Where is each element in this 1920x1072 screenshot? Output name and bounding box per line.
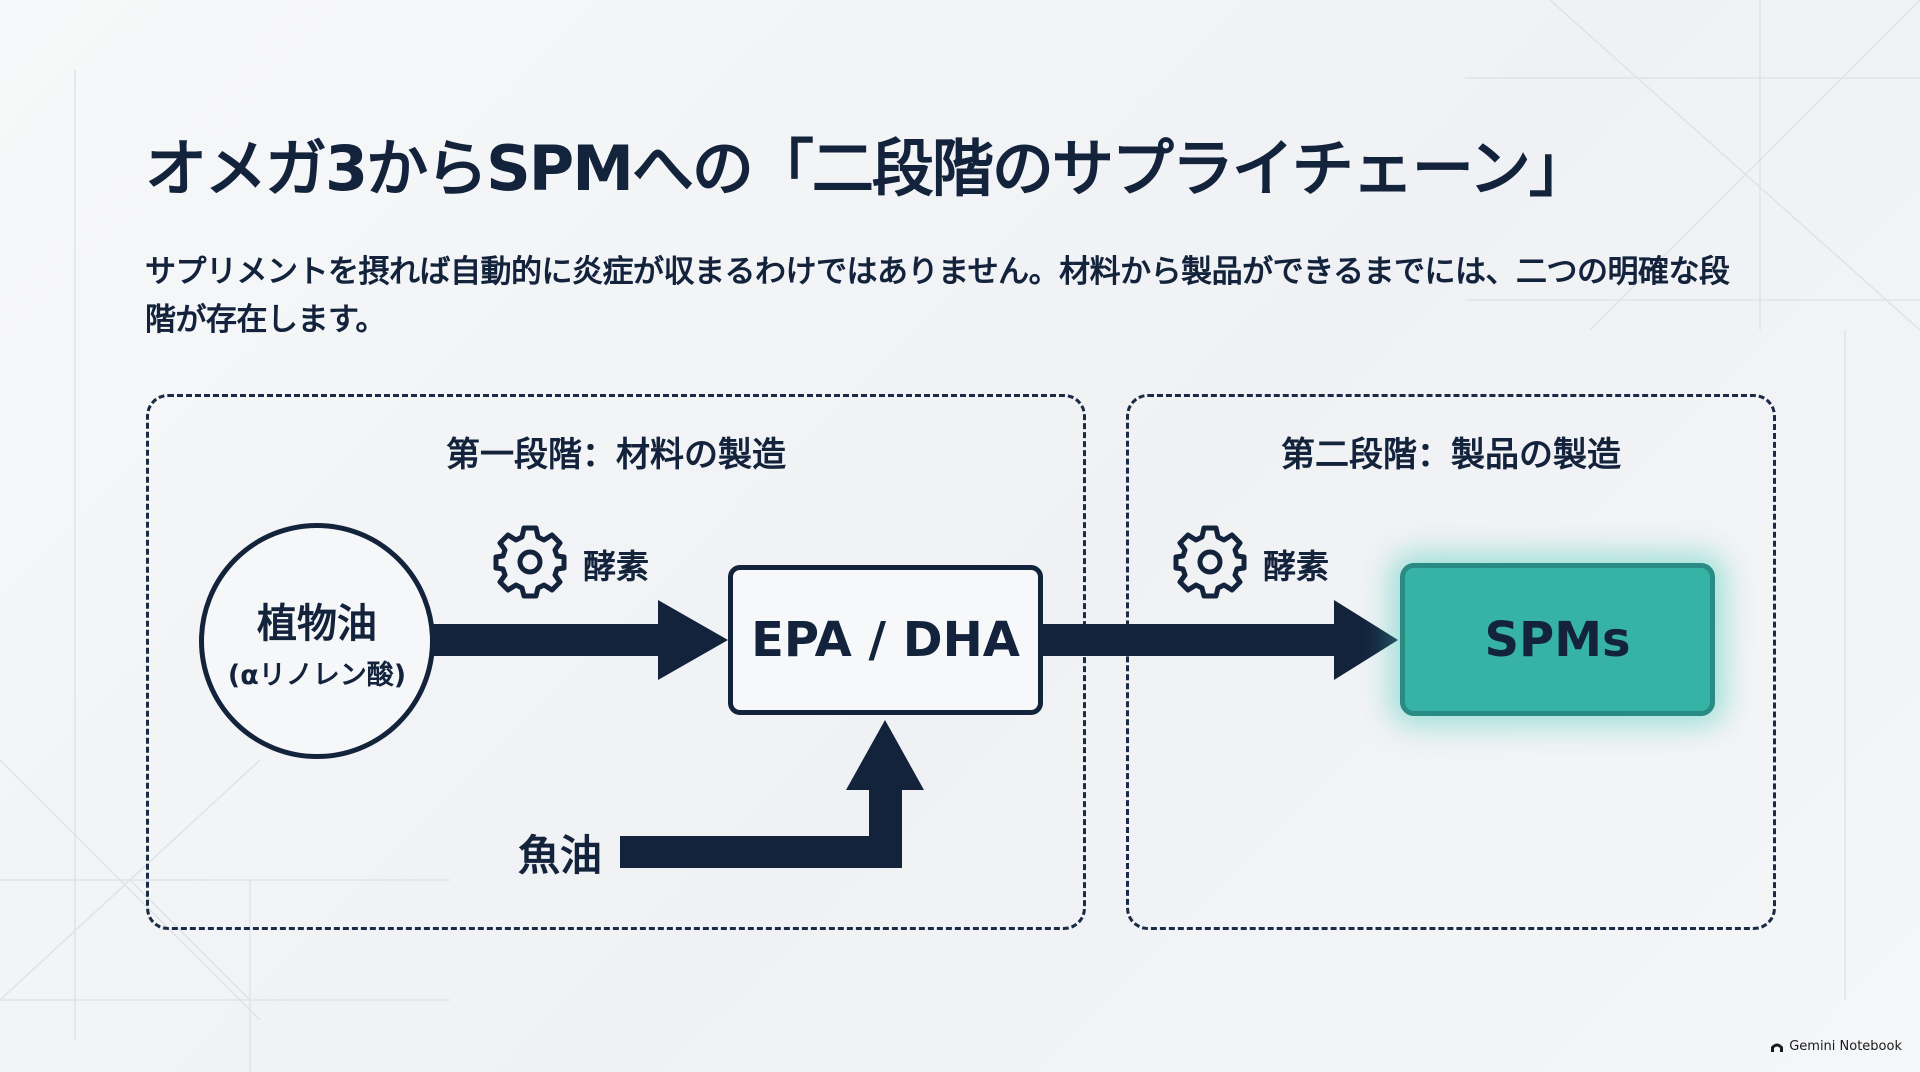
epa-dha-node: EPA / DHA: [728, 565, 1043, 715]
enzyme-label-stage-two: 酵素: [1263, 547, 1329, 586]
arrow-epa-to-spm-shaft: [1040, 624, 1336, 656]
gear-icon: [493, 525, 567, 599]
notebook-logo-icon: [1771, 1043, 1784, 1052]
page-title: オメガ3からSPMへの「二段階のサプライチェーン」: [145, 132, 1591, 205]
arrow-plant-to-epa-head: [658, 600, 728, 680]
alpha-linolenic-acid-label: (αリノレン酸): [227, 659, 407, 691]
stage-one-panel: 第一段階：材料の製造: [146, 394, 1086, 930]
arrow-fish-oil-path: [620, 788, 902, 868]
stage-one-title: 第一段階：材料の製造: [446, 435, 786, 475]
stage-two-panel: 第二段階：製品の製造: [1126, 394, 1776, 930]
gear-icon: [1173, 525, 1247, 599]
fish-oil-label: 魚油: [518, 831, 603, 880]
arrow-plant-to-epa-shaft: [430, 624, 660, 656]
arrow-epa-to-spm-head: [1334, 600, 1398, 680]
stage-two-title: 第二段階：製品の製造: [1281, 435, 1621, 475]
spms-node: SPMs: [1400, 563, 1715, 716]
brand-label: Gemini Notebook: [1789, 1039, 1902, 1054]
arrow-fish-oil-head: [846, 720, 924, 790]
plant-oil-node: 植物油 (αリノレン酸): [199, 523, 435, 759]
enzyme-label-stage-one: 酵素: [583, 547, 649, 586]
plant-oil-label: 植物油: [257, 600, 377, 647]
brand-watermark: Gemini Notebook: [1770, 1039, 1902, 1054]
page-description: サプリメントを摂れば自動的に炎症が収まるわけではありません。材料から製品ができる…: [145, 254, 1730, 338]
